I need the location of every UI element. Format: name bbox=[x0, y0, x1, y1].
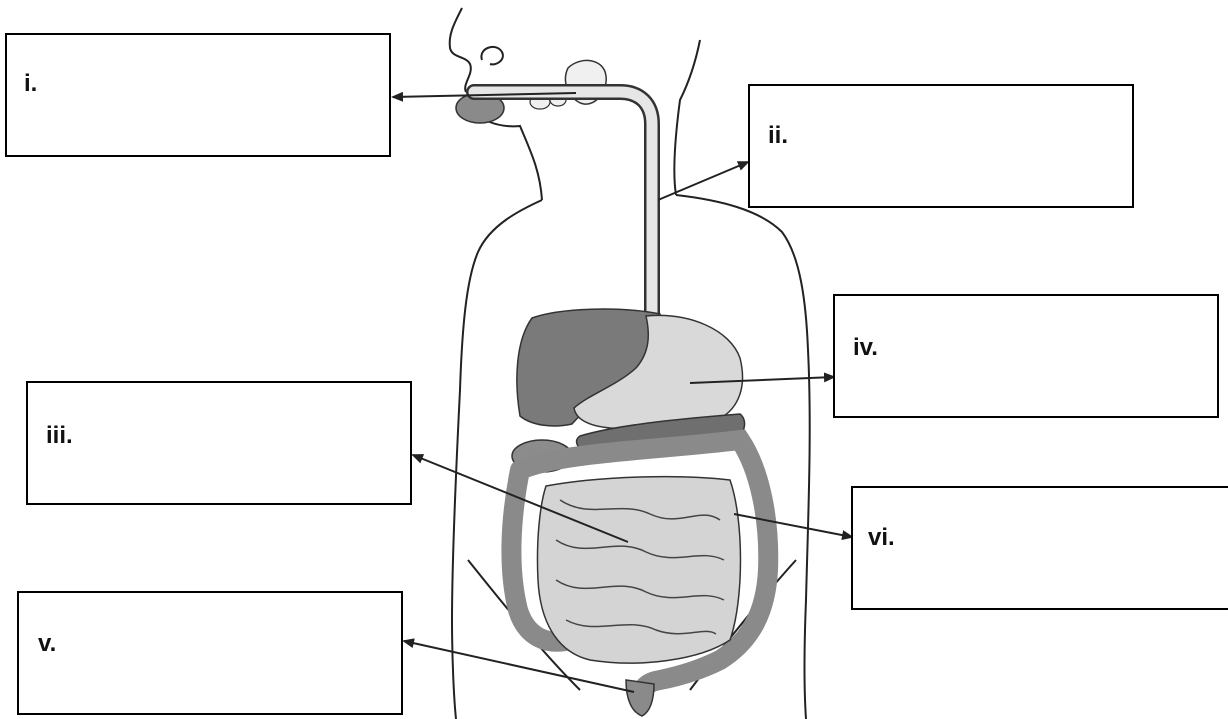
ear bbox=[481, 47, 502, 64]
label-box-v[interactable] bbox=[17, 591, 403, 715]
rectum bbox=[626, 680, 654, 716]
label-v: v. bbox=[38, 630, 56, 658]
small-intestine bbox=[537, 477, 740, 663]
label-box-i[interactable] bbox=[5, 33, 391, 157]
label-box-iii[interactable] bbox=[26, 381, 412, 505]
label-box-iv[interactable] bbox=[833, 294, 1219, 418]
label-iii: iii. bbox=[46, 422, 73, 450]
label-vi: vi. bbox=[868, 524, 895, 552]
label-box-vi[interactable] bbox=[851, 486, 1228, 610]
head-profile bbox=[450, 8, 471, 92]
pointer-vi bbox=[734, 514, 852, 537]
label-i: i. bbox=[24, 70, 37, 98]
pointer-ii bbox=[658, 162, 748, 200]
label-ii: ii. bbox=[768, 122, 788, 150]
label-box-ii[interactable] bbox=[748, 84, 1134, 208]
back-of-neck bbox=[674, 40, 700, 195]
label-iv: iv. bbox=[853, 334, 878, 362]
